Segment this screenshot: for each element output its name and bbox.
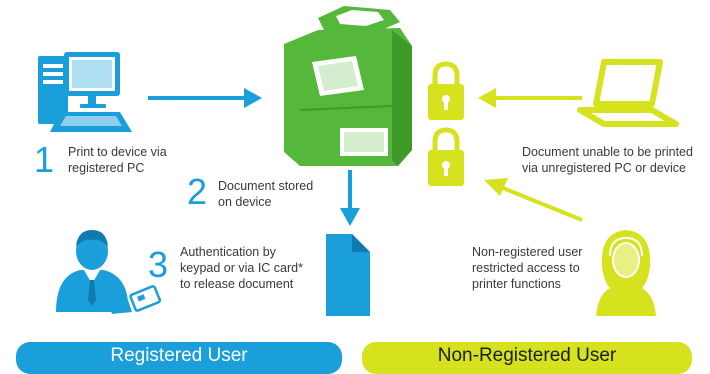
laptop-caption-line-1: Document unable to be printed: [522, 145, 693, 159]
arrow-laptop-to-lock: [478, 88, 582, 108]
step-3-line-2: keypad or via IC card*: [180, 261, 303, 275]
nonregistered-caption-line-2: restricted access to: [472, 261, 580, 275]
step-3-caption: Authentication by keypad or via IC card*…: [180, 244, 303, 292]
ic-card-icon: [129, 285, 162, 312]
step-3-line-3: to release document: [180, 277, 294, 291]
registered-user-bar: Registered User: [16, 342, 342, 374]
step-2-line-1: Document stored: [218, 179, 314, 193]
nonregistered-user-bar: Non-Registered User: [362, 342, 692, 374]
arrow-pc-to-device: [148, 88, 262, 108]
step-3-number: 3: [148, 244, 169, 285]
business-man-icon: [56, 230, 132, 314]
step-2-number: 2: [187, 171, 208, 212]
nonregistered-user-caption: Non-registered user restricted access to…: [472, 244, 582, 292]
step-2-caption: Document stored on device: [218, 178, 313, 210]
step-1-line-2: registered PC: [68, 161, 145, 175]
laptop-caption-line-2: via unregistered PC or device: [522, 161, 686, 175]
step-1-caption: Print to device via registered PC: [68, 144, 167, 176]
document-icon: [326, 234, 370, 316]
laptop-caption: Document unable to be printed via unregi…: [522, 144, 693, 176]
arrow-user-to-lock: [484, 178, 583, 222]
padlock-icon-bottom: [428, 127, 464, 186]
arrow-device-to-document: [340, 170, 360, 226]
step-1-number: 1: [34, 139, 55, 180]
multifunction-printer-icon: [284, 6, 412, 166]
step-1-line-1: Print to device via: [68, 145, 167, 159]
step-3-line-1: Authentication by: [180, 245, 276, 259]
nonregistered-caption-line-3: printer functions: [472, 277, 561, 291]
woman-user-icon: [596, 230, 656, 316]
step-2-line-2: on device: [218, 195, 272, 209]
desktop-computer-icon: [38, 52, 132, 132]
nonregistered-caption-line-1: Non-registered user: [472, 245, 583, 259]
padlock-icon: [428, 61, 464, 120]
laptop-icon: [577, 59, 679, 127]
